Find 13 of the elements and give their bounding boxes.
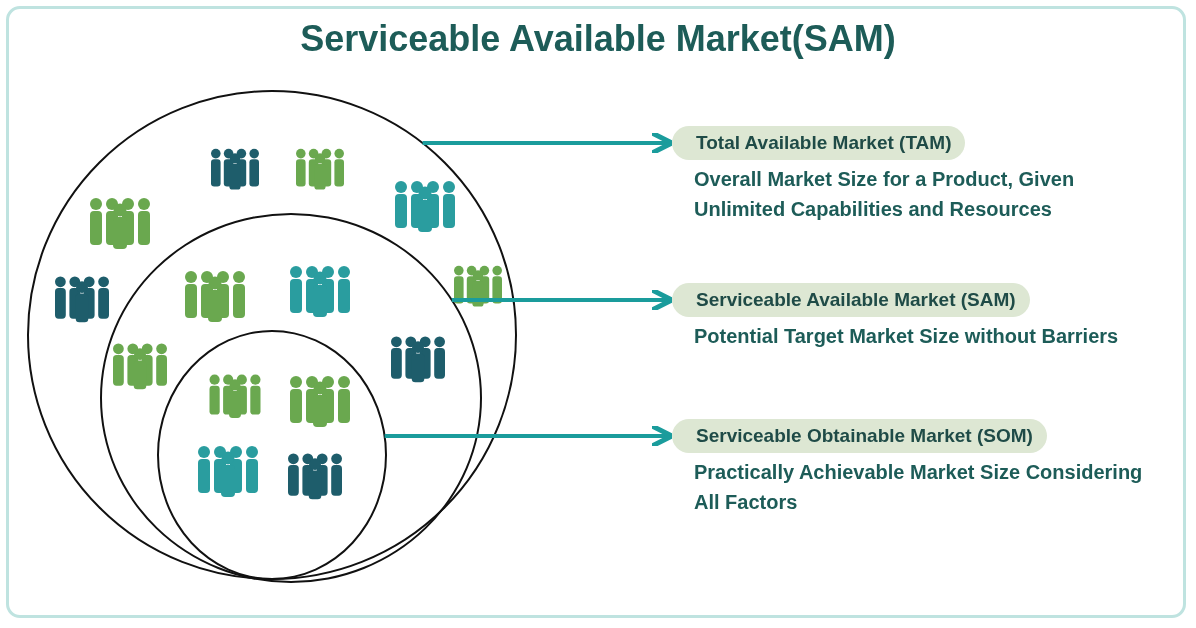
arrow xyxy=(422,130,675,156)
title: Serviceable Available Market(SAM) xyxy=(299,18,897,60)
market-circle xyxy=(27,90,517,580)
market-circle xyxy=(100,213,482,583)
heading-pill: Total Available Market (TAM) xyxy=(672,126,966,160)
arrow xyxy=(384,423,675,449)
description: Practically Achievable Market Size Considering All Factors xyxy=(694,460,1144,515)
market-circle xyxy=(157,330,387,580)
description: Potential Target Market Size without Barriers xyxy=(694,324,1120,349)
heading-pill: Serviceable Available Market (SAM) xyxy=(672,283,1030,317)
description: Overall Market Size for a Product, Given Unlimited Capabilities and Resources xyxy=(694,167,1076,222)
heading-pill: Serviceable Obtainable Market (SOM) xyxy=(672,419,1047,453)
arrow xyxy=(451,287,675,313)
